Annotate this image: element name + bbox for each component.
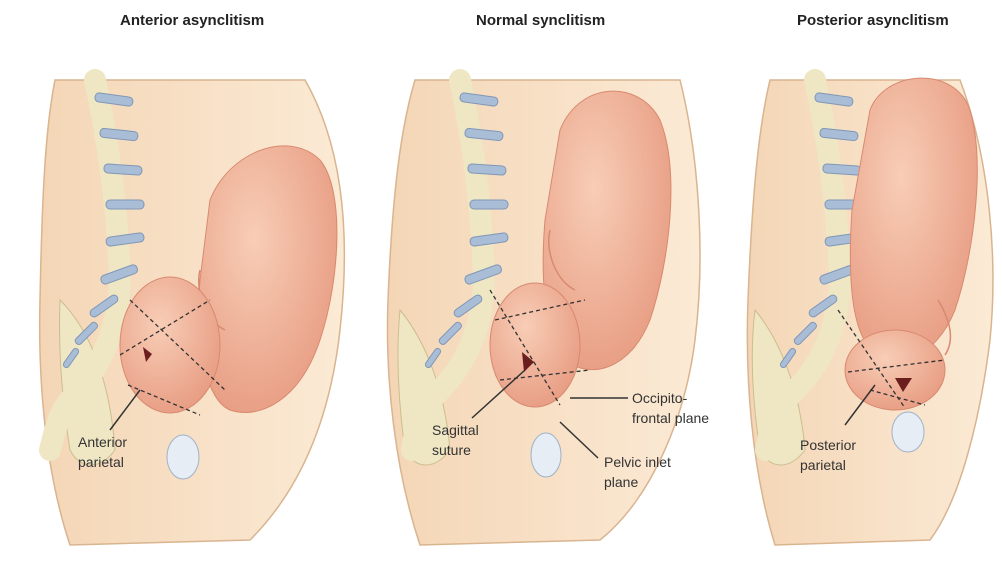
panel-title-posterior: Posterior asynclitism bbox=[797, 12, 949, 29]
cervix-plug bbox=[167, 435, 199, 479]
panel-posterior-asynclitism bbox=[747, 78, 993, 545]
label-line: Occipito- bbox=[632, 388, 709, 408]
label-posterior-parietal: Posterior parietal bbox=[800, 435, 856, 475]
label-line: parietal bbox=[800, 455, 856, 475]
label-pelvic-inlet-plane: Pelvic inlet plane bbox=[604, 452, 671, 492]
label-line: Posterior bbox=[800, 435, 856, 455]
label-line: Sagittal bbox=[432, 420, 479, 440]
label-occipito-frontal-plane: Occipito- frontal plane bbox=[632, 388, 709, 428]
fetal-head bbox=[120, 277, 220, 413]
panel-title-normal: Normal synclitism bbox=[476, 12, 605, 29]
label-line: frontal plane bbox=[632, 408, 709, 428]
fetal-head bbox=[490, 283, 580, 407]
label-line: parietal bbox=[78, 452, 127, 472]
panel-anterior-asynclitism bbox=[40, 80, 345, 545]
panel-title-anterior: Anterior asynclitism bbox=[120, 12, 264, 29]
label-line: suture bbox=[432, 440, 479, 460]
label-sagittal-suture: Sagittal suture bbox=[432, 420, 479, 460]
label-anterior-parietal: Anterior parietal bbox=[78, 432, 127, 472]
label-line: Anterior bbox=[78, 432, 127, 452]
label-line: plane bbox=[604, 472, 671, 492]
cervix-plug bbox=[892, 412, 924, 452]
label-line: Pelvic inlet bbox=[604, 452, 671, 472]
cervix-plug bbox=[531, 433, 561, 477]
